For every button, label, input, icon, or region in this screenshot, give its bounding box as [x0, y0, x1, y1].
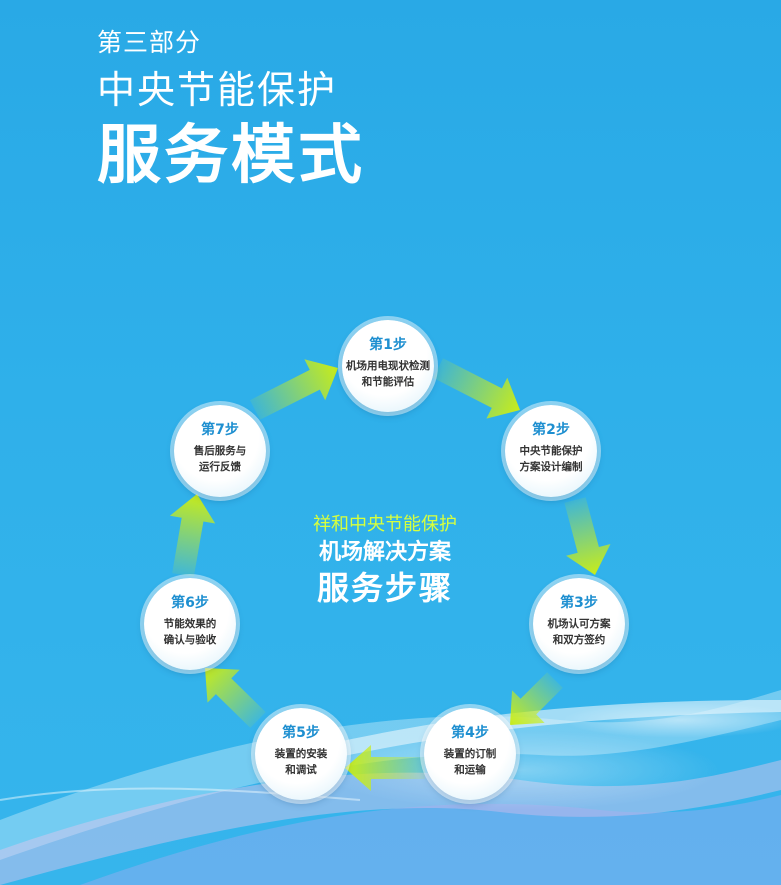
step-5-text: 装置的安装 和调试 — [274, 748, 328, 776]
center-line-2: 机场解决方案 — [318, 540, 451, 565]
cycle-arrow-7 — [169, 494, 216, 577]
title-block: 第三部分 中央节能保护 服务模式 — [97, 28, 365, 192]
step-6-text: 节能效果的 确认与验收 — [163, 618, 217, 646]
step-1-label: 第1步 — [369, 337, 407, 353]
step-4-text: 装置的订制 和运输 — [443, 748, 497, 776]
cycle-arrow-4 — [510, 672, 563, 725]
step-5-node: 第5步 装置的安装 和调试 — [255, 708, 347, 800]
step-7-text: 售后服务与 运行反馈 — [193, 445, 247, 473]
step-2-text: 中央节能保护 方案设计编制 — [519, 445, 583, 473]
step-4-label: 第4步 — [451, 725, 489, 741]
step-3-node: 第3步 机场认可方案 和双方签约 — [533, 578, 625, 670]
step-4-node: 第4步 装置的订制 和运输 — [424, 708, 516, 800]
cycle-arrow-5 — [345, 745, 425, 791]
step-2-node: 第2步 中央节能保护 方案设计编制 — [505, 405, 597, 497]
section-title: 服务模式 — [97, 119, 365, 193]
step-3-label: 第3步 — [560, 595, 598, 611]
step-2-label: 第2步 — [532, 422, 570, 438]
light-swirl-decoration — [0, 690, 781, 885]
step-7-label: 第7步 — [201, 422, 239, 438]
cycle-arrow-3 — [564, 497, 611, 575]
center-line-3: 服务步骤 — [316, 569, 453, 607]
cycle-arrow-6 — [205, 668, 266, 728]
cycle-arrow-1 — [250, 359, 338, 420]
cycle-arrows — [169, 358, 611, 791]
center-caption: 祥和中央节能保护 机场解决方案 服务步骤 — [300, 513, 470, 607]
section-subtitle: 中央节能保护 — [97, 68, 338, 112]
cycle-arrow-2 — [433, 358, 520, 419]
step-6-label: 第6步 — [171, 595, 209, 611]
section-label: 第三部分 — [97, 28, 202, 57]
step-7-node: 第7步 售后服务与 运行反馈 — [174, 405, 266, 497]
step-6-node: 第6步 节能效果的 确认与验收 — [144, 578, 236, 670]
step-5-label: 第5步 — [282, 725, 320, 741]
step-1-text: 机场用电现状检测 和节能评估 — [346, 360, 430, 388]
center-line-1: 祥和中央节能保护 — [313, 514, 457, 535]
step-1-node: 第1步 机场用电现状检测 和节能评估 — [342, 320, 434, 412]
step-3-text: 机场认可方案 和双方签约 — [547, 618, 611, 646]
